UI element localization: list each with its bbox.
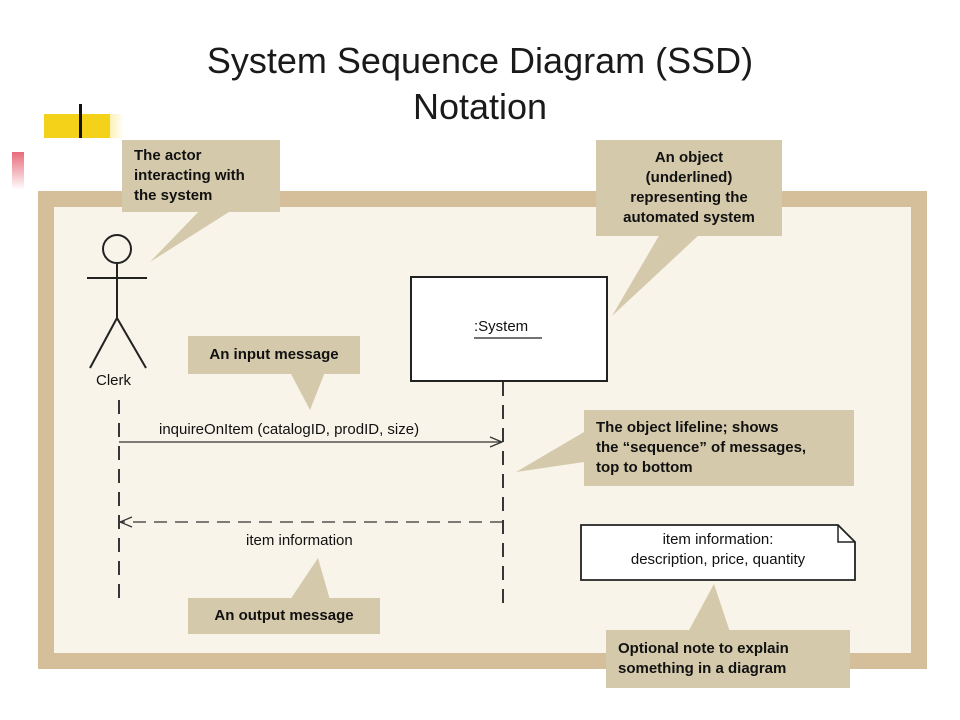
note-line-1: item information: [662, 531, 774, 548]
lifeline-callout-line-1: The object lifeline; shows [596, 419, 779, 436]
actor-callout: The actor interacting with the system [122, 140, 280, 212]
yellow-accent-fade [84, 114, 124, 138]
actor-callout-line-3: the system [134, 187, 213, 204]
system-object-name: :System [474, 318, 529, 335]
object-callout-line-2: (underlined) [645, 169, 733, 186]
object-callout-tail [612, 234, 700, 316]
actor-name: Clerk [96, 372, 132, 389]
output-message-label: item information [246, 532, 353, 549]
object-callout-line-1: An object [654, 149, 724, 166]
lifeline-callout-box [584, 410, 854, 486]
system-object-box [410, 276, 608, 382]
object-callout: An object (underlined) representing the … [596, 140, 782, 236]
input-callout: An input message [188, 336, 360, 374]
lifeline-callout-line-3: top to bottom [596, 459, 693, 476]
title-line-2: Notation [412, 86, 548, 127]
slide-title: System Sequence Diagram (SSD) Notation [0, 38, 960, 130]
output-callout-line-1: An output message [214, 607, 354, 624]
input-callout-line-1: An input message [209, 346, 339, 363]
lifeline-callout-line-2: the “sequence” of messages, [596, 439, 807, 456]
object-callout-line-4: automated system [623, 209, 755, 226]
actor-callout-box [122, 140, 280, 212]
diagram-frame [38, 191, 927, 669]
object-callout-line-3: representing the [630, 189, 748, 206]
accent-tick [79, 104, 82, 138]
note-callout-line-2: something in a diagram [618, 660, 787, 677]
note-fold [837, 525, 855, 543]
note-box [580, 524, 856, 581]
lifeline-callout-tail [516, 432, 584, 472]
note-callout-tail [688, 584, 730, 632]
note-callout: Optional note to explain something in a … [606, 630, 850, 688]
note-callout-box [606, 630, 850, 688]
note-callout-line-1: Optional note to explain [618, 640, 789, 657]
output-callout-tail [290, 558, 330, 600]
actor-callout-tail [150, 205, 240, 262]
actor-callout-line-2: interacting with [134, 167, 245, 184]
object-callout-box [596, 140, 782, 236]
lifeline-callout: The object lifeline; shows the “sequence… [584, 410, 854, 486]
stick-figure-icon [87, 234, 147, 369]
actor-callout-line-1: The actor [134, 147, 202, 164]
input-callout-tail [290, 372, 325, 410]
output-callout: An output message [188, 598, 380, 634]
output-callout-box [188, 598, 380, 634]
title-line-1: System Sequence Diagram (SSD) [206, 40, 754, 81]
input-message-label: inquireOnItem (catalogID, prodID, size) [159, 421, 420, 438]
pink-accent-bar [12, 152, 24, 190]
note-line-2: description, price, quantity [630, 551, 806, 568]
input-callout-box [188, 336, 360, 374]
